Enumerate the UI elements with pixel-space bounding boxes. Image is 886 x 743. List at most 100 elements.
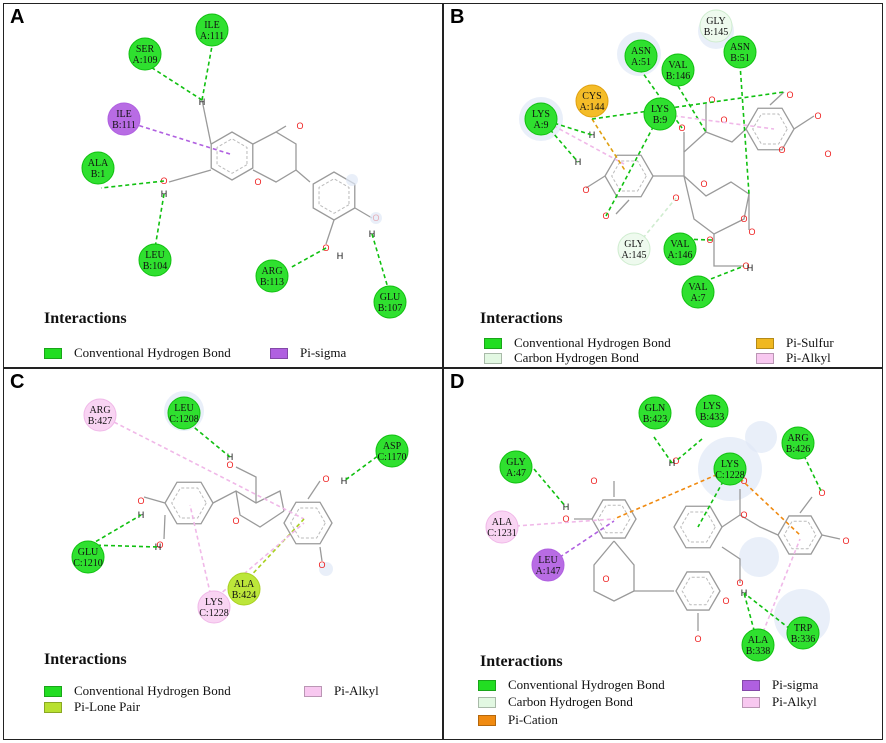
residue-id: A:145	[622, 250, 647, 261]
residue-name: VAL	[668, 60, 687, 71]
residue-disc	[713, 452, 747, 486]
oxygen-atom: O	[814, 111, 821, 121]
oxygen-atom: O	[786, 90, 793, 100]
panel-c: C OOOOOOHHHHARGB:427LEUC:1208ASPC:1170GL…	[3, 368, 443, 740]
residue-disc	[524, 102, 558, 136]
interaction-line	[371, 233, 389, 289]
residue-name: LYS	[651, 104, 669, 115]
ligand-bond	[613, 540, 674, 592]
ligand-bond	[821, 534, 841, 540]
residue-disc	[781, 426, 815, 460]
oxygen-atom: O	[700, 179, 707, 189]
legend-swatch	[44, 685, 62, 697]
legend-label: Conventional Hydrogen Bond	[514, 335, 671, 350]
residue-disc	[741, 628, 775, 662]
residue-id: B:107	[378, 303, 402, 314]
interaction-line	[154, 193, 165, 249]
oxygen-atom: O	[156, 540, 163, 550]
residue-id: A:144	[580, 102, 605, 113]
legend-label: Conventional Hydrogen Bond	[508, 677, 665, 692]
interaction-line	[547, 520, 615, 566]
legend-label: Conventional Hydrogen Bond	[74, 683, 231, 698]
interaction-line	[679, 238, 713, 241]
interaction-line	[659, 113, 775, 130]
legend-swatch	[478, 679, 496, 691]
ligand-ring-aromatic	[681, 576, 715, 606]
oxygen-atom: O	[296, 121, 303, 131]
interaction-diagram: OOOOOOOOOOOHHHGLNB:423LYSB:433LYSC:1228A…	[485, 394, 850, 662]
oxygen-atom: O	[590, 476, 597, 486]
hydrogen-atom: H	[589, 130, 596, 140]
ligand-ring-aromatic	[611, 160, 647, 192]
hydrogen-atom: H	[155, 542, 162, 552]
oxygen-atom: O	[582, 185, 589, 195]
residue-name: LYS	[721, 459, 739, 470]
residue-disc	[723, 35, 757, 69]
residue-id: C:1228	[715, 470, 744, 481]
residue-name: ALA	[234, 579, 255, 590]
ligand-bond	[143, 496, 166, 504]
interaction-line	[211, 522, 305, 602]
residue-name: LEU	[538, 555, 558, 566]
oxygen-atom: O	[722, 596, 729, 606]
ligand-bond	[319, 546, 323, 562]
residue-name: ALA	[492, 517, 513, 528]
interaction-line	[107, 418, 305, 520]
legend-swatch	[742, 679, 760, 691]
legend-item: Pi-Alkyl	[304, 683, 379, 699]
ligand-ring	[283, 501, 333, 545]
oxygen-atom: O	[740, 214, 747, 224]
residue-name: ASN	[631, 46, 651, 57]
residue-disc	[107, 102, 141, 136]
interaction-line	[243, 518, 305, 584]
legend-item: Conventional Hydrogen Bond	[44, 345, 231, 361]
oxygen-atom: O	[226, 460, 233, 470]
hydrogen-atom: H	[747, 263, 754, 273]
hydrogen-atom: H	[341, 476, 348, 486]
residue-id: C:1231	[487, 528, 516, 539]
ligand-bond	[325, 219, 335, 245]
residue-id: A:147	[536, 566, 561, 577]
residue-name: LYS	[703, 401, 721, 412]
interaction-diagram: OOHOHOHOHILEA:111SERA:109ILEB:111ALAB:1L…	[81, 13, 407, 319]
residue-disc	[643, 97, 677, 131]
legend-swatch	[478, 696, 496, 708]
legend-label: Pi-Alkyl	[334, 683, 379, 698]
residue-name: LEU	[174, 403, 194, 414]
ligand-bond	[275, 125, 287, 133]
legend-item: Carbon Hydrogen Bond	[478, 694, 633, 710]
legend-item: Conventional Hydrogen Bond	[44, 683, 231, 699]
oxygen-atom: O	[740, 510, 747, 520]
residue-id: A:146	[668, 250, 693, 261]
ligand-bond	[799, 496, 813, 514]
legend-swatch	[478, 714, 496, 726]
legend-label: Pi-sigma	[772, 677, 819, 692]
residue-disc	[575, 84, 609, 118]
legend-item: Pi-Sulfur	[756, 335, 834, 351]
oxygen-atom: O	[322, 474, 329, 484]
interaction-line	[675, 438, 703, 462]
hydrogen-atom: H	[337, 251, 344, 261]
oxygen-atom: O	[824, 149, 831, 159]
residue-id: C:1228	[199, 608, 228, 619]
ligand-bond	[683, 128, 747, 176]
oxygen-atom: O	[254, 177, 261, 187]
residue-disc	[128, 37, 162, 71]
residue-name: GLU	[78, 547, 99, 558]
residue-id: B:9	[653, 115, 667, 126]
ligand-ring-aromatic	[680, 511, 716, 543]
oxygen-atom: O	[748, 227, 755, 237]
ligand-bond	[593, 540, 635, 602]
residue-name: ILE	[116, 109, 132, 120]
residue-name: LYS	[532, 109, 550, 120]
residue-disc	[624, 39, 658, 73]
residue-name: ARG	[261, 266, 282, 277]
residue-disc	[661, 53, 695, 87]
residue-disc	[71, 540, 105, 574]
residue-disc	[227, 572, 261, 606]
residue-id: A:111	[200, 31, 224, 42]
ligand-ring	[210, 131, 254, 181]
ligand-ring-aromatic	[752, 113, 788, 145]
legend-label: Pi-Alkyl	[772, 694, 817, 709]
residue-disc	[83, 398, 117, 432]
